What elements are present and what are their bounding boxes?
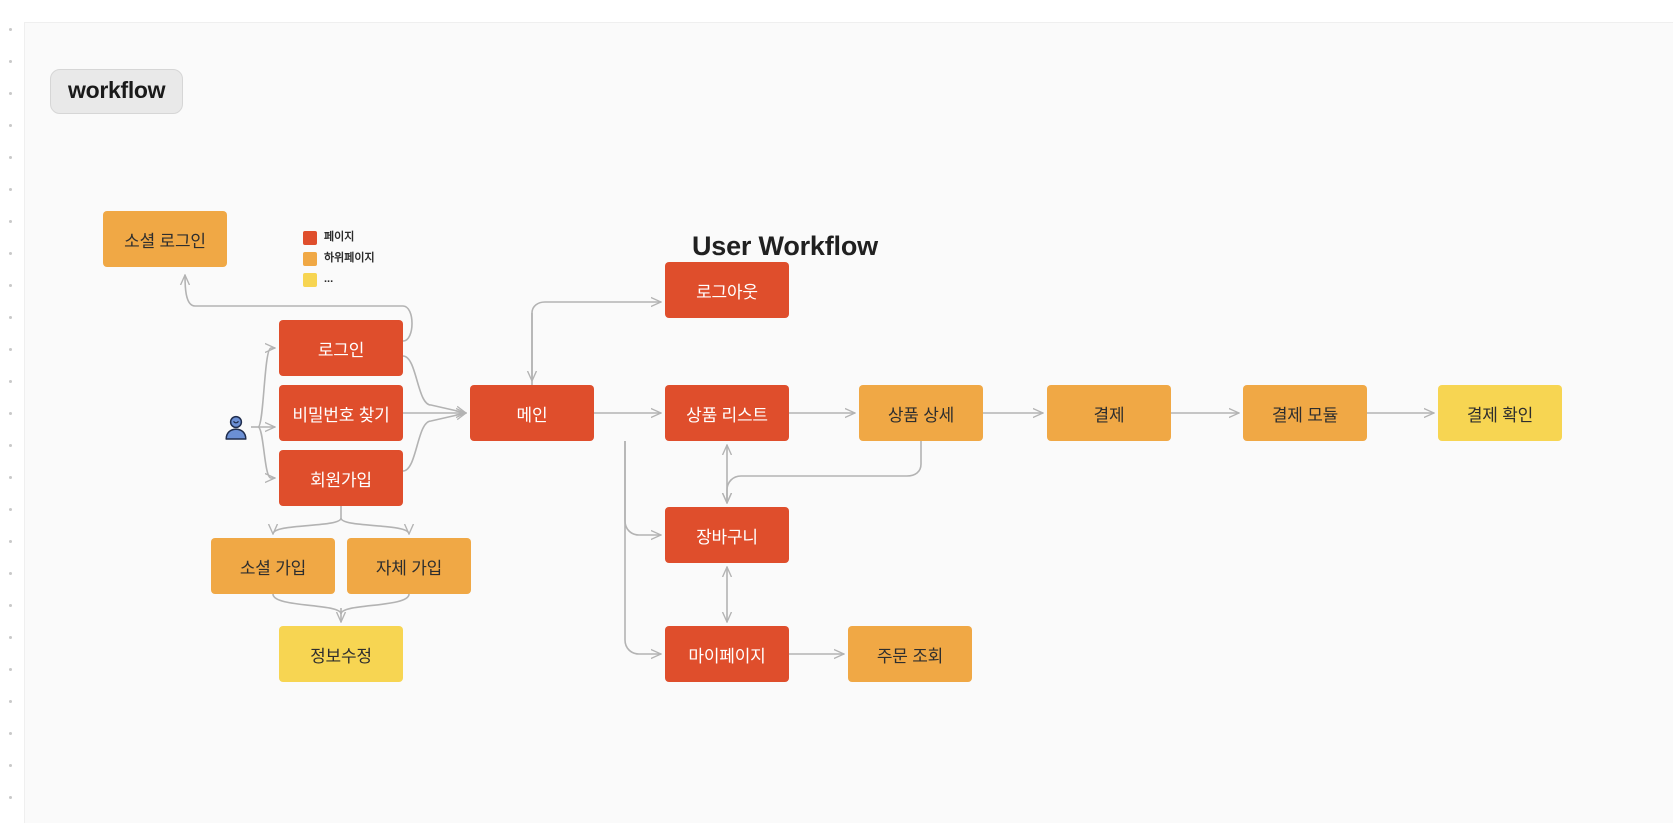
edge-social-edit (272, 593, 342, 615)
legend-item: 하위페이지 (303, 249, 375, 268)
node-product-detail[interactable]: 상품 상세 (859, 385, 983, 441)
node-social-login[interactable]: 소셜 로그인 (103, 211, 227, 267)
edge-layer (25, 23, 1673, 823)
legend-label: 페이지 (324, 231, 355, 243)
node-login[interactable]: 로그인 (279, 320, 403, 376)
node-edit-info[interactable]: 정보수정 (279, 626, 403, 682)
legend-label: ... (324, 273, 334, 285)
ruler-dot (9, 412, 12, 415)
ruler-dot (9, 508, 12, 511)
legend-label: 하위페이지 (324, 252, 375, 264)
node-find-password[interactable]: 비밀번호 찾기 (279, 385, 403, 441)
node-signup[interactable]: 회원가입 (279, 450, 403, 506)
edge-login-main (402, 355, 466, 413)
ruler-dot (9, 700, 12, 703)
node-main[interactable]: 메인 (470, 385, 594, 441)
edge-main-cart (624, 441, 661, 535)
legend-swatch (303, 251, 317, 266)
node-payment-module[interactable]: 결제 모듈 (1243, 385, 1367, 441)
edge-main-mypage (624, 441, 661, 654)
ruler-dot (9, 220, 12, 223)
node-social-signup[interactable]: 소셜 가입 (211, 538, 335, 594)
edge-self-edit (340, 593, 410, 615)
ruler-dot (9, 316, 12, 319)
page-title: User Workflow (692, 231, 878, 261)
ruler-dot (9, 252, 12, 255)
legend-swatch (303, 272, 317, 287)
edge-signup-social (273, 517, 342, 534)
legend-swatch (303, 230, 317, 245)
ruler-dot (9, 92, 12, 95)
node-payment[interactable]: 결제 (1047, 385, 1171, 441)
ruler-dot (9, 380, 12, 383)
legend-item: 페이지 (303, 228, 375, 247)
edge-signup-main (402, 413, 466, 472)
edge-signup-self (340, 517, 409, 534)
ruler-dot (9, 796, 12, 799)
ruler-dot (9, 572, 12, 575)
ruler-dot (9, 540, 12, 543)
ruler-dot (9, 188, 12, 191)
legend-item: ... (303, 270, 375, 289)
node-mypage[interactable]: 마이페이지 (665, 626, 789, 682)
ruler-gutter (0, 0, 24, 822)
ruler-dot (9, 444, 12, 447)
node-order-history[interactable]: 주문 조회 (848, 626, 972, 682)
node-product-list[interactable]: 상품 리스트 (665, 385, 789, 441)
ruler-dot (9, 764, 12, 767)
ruler-dot (9, 124, 12, 127)
node-cart[interactable]: 장바구니 (665, 507, 789, 563)
user-avatar-icon (225, 415, 247, 440)
ruler-dot (9, 668, 12, 671)
ruler-dot (9, 732, 12, 735)
ruler-dot (9, 348, 12, 351)
ruler-dot (9, 476, 12, 479)
frame-label-workflow[interactable]: workflow (50, 69, 184, 114)
ruler-dot (9, 60, 12, 63)
ruler-dot (9, 636, 12, 639)
ruler-dot (9, 284, 12, 287)
node-logout[interactable]: 로그아웃 (665, 262, 789, 318)
edge-detail-cart (727, 441, 922, 503)
edge-user-signup (257, 426, 275, 478)
node-self-signup[interactable]: 자체 가입 (347, 538, 471, 594)
ruler-dot (9, 156, 12, 159)
edge-user-login (257, 348, 275, 428)
edge-main-logout (531, 302, 661, 385)
node-payment-confirm[interactable]: 결제 확인 (1438, 385, 1562, 441)
ruler-dot (9, 604, 12, 607)
ruler-dot (9, 28, 12, 31)
